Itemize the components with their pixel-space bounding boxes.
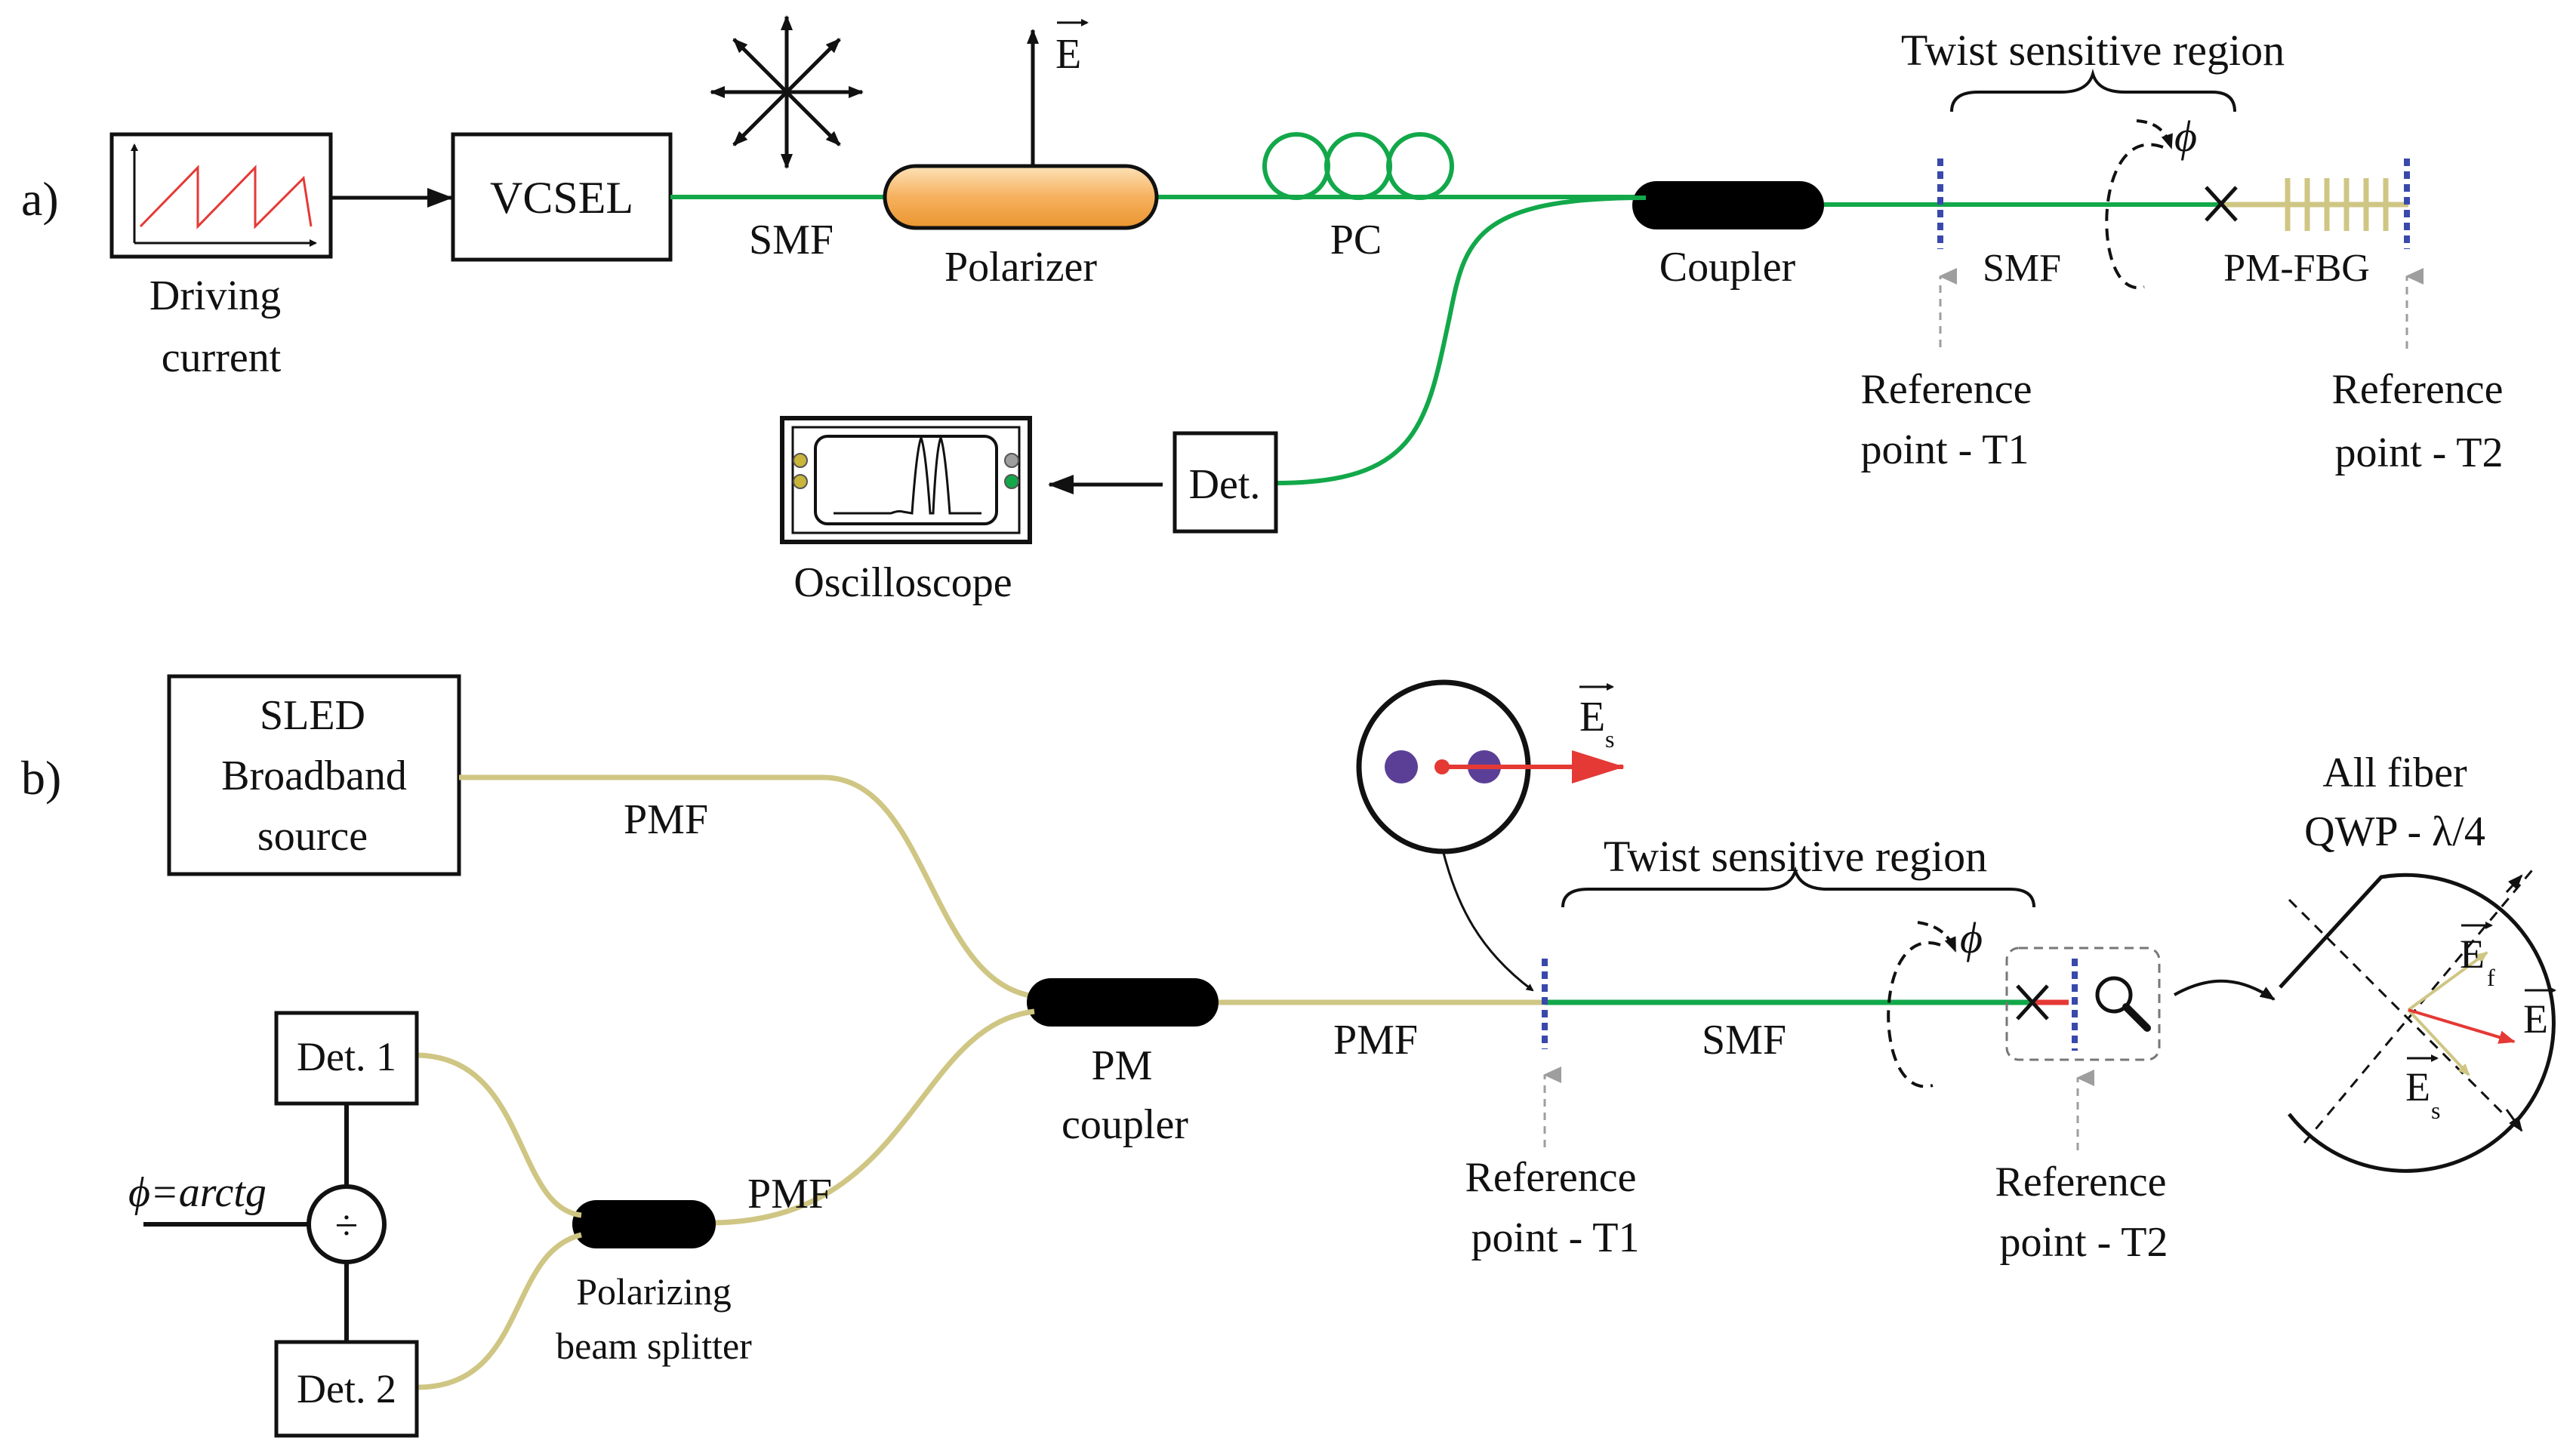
oscilloscope-label: Oscilloscope [793, 559, 1012, 606]
sled-label-2: Broadband [221, 753, 407, 799]
twist-rotation-path-b [1887, 941, 1941, 1088]
twist-rotation-arrow [2136, 119, 2173, 149]
det1-label: Det. 1 [297, 1034, 396, 1079]
ref-t2-label-b1: Reference [1995, 1159, 2167, 1205]
driving-current-box [109, 132, 333, 259]
panel-a-tag: a) [21, 172, 59, 226]
e-vector-label-b: E [2523, 996, 2548, 1042]
phi-formula-label: ϕ=arctg [128, 1169, 267, 1216]
pbs-to-det1 [416, 1052, 582, 1218]
ef-vector-label: E [2460, 931, 2485, 977]
ef-vector-sub: f [2487, 964, 2495, 991]
es-component-arrow [2407, 1008, 2470, 1076]
pm-fbg [2285, 178, 2389, 231]
splice-mark-a [2205, 186, 2238, 222]
ref-t1-label-b2: point - T1 [1471, 1214, 1640, 1261]
sled-source-box [167, 674, 461, 876]
pmf-coupler-to-pbs [709, 1008, 1035, 1226]
det2-label: Det. 2 [297, 1366, 396, 1411]
ef-component-arrow [2407, 951, 2488, 1011]
inset-pointer [1442, 852, 1534, 992]
qwp-label-2: QWP - λ/4 [2304, 808, 2485, 855]
smf-label-b: SMF [1702, 1017, 1786, 1064]
qwp-label-1: All fiber [2322, 750, 2467, 796]
pbs-to-det2 [416, 1232, 582, 1390]
ref-t2-label-b2: point - T2 [2000, 1219, 2168, 1266]
detector-1-box [274, 1011, 419, 1106]
unpolarized-light-icon [710, 15, 864, 169]
phi-label-b: ϕ [1960, 913, 1983, 962]
e-total-arrow [2408, 1008, 2516, 1044]
coupler [1632, 181, 1824, 229]
sawtooth-icon [139, 165, 313, 229]
twist-region-label: Twist sensitive region [1901, 26, 2285, 75]
panel-a: a) Driving current VCSEL SMF [21, 15, 2504, 606]
polarizer-label: Polarizer [944, 244, 1097, 291]
zoom-to-qwp-arrow [2174, 979, 2276, 1001]
es2-vector-label: E [2405, 1064, 2430, 1110]
vcsel-box [451, 132, 673, 262]
sled-label-1: SLED [260, 692, 365, 739]
vcsel-label: VCSEL [490, 173, 633, 223]
pmf-label-top: PMF [624, 796, 708, 843]
ref-t2-label-1: Reference [2332, 366, 2504, 413]
twist-region-brace-b [1561, 866, 2035, 908]
ref-t1-label-1: Reference [1861, 366, 2032, 413]
pbs-label-1: Polarizing [576, 1270, 732, 1313]
zoom-box [2005, 947, 2161, 1061]
e-vector-label: E [1055, 31, 1081, 78]
smf-label-2: SMF [1983, 247, 2061, 290]
qwp-axis-1 [2288, 898, 2508, 1119]
ref-t1-label-b1: Reference [1465, 1154, 1637, 1201]
panel-b: b) SLED Broadband source PMF PM coupler … [21, 674, 2556, 1438]
qwp-axis-2 [2303, 866, 2537, 1144]
pc-label: PC [1330, 217, 1382, 263]
ref-t2-label-2: point - T2 [2335, 429, 2504, 476]
detector-box-a [1172, 431, 1278, 534]
pbs-label-2: beam splitter [556, 1325, 752, 1367]
pmf-sled-to-coupler [459, 774, 1035, 999]
pmf-label-mid: PMF [1333, 1017, 1418, 1064]
twist-rotation-arrow-b [1917, 921, 1957, 953]
ref-t1-label-2: point - T1 [1861, 426, 2029, 473]
smf-label-1: SMF [749, 217, 834, 263]
pm-coupler-label-1: PM [1092, 1042, 1153, 1089]
divider-symbol: ÷ [335, 1202, 359, 1249]
driving-label-1: Driving [149, 272, 281, 319]
stress-rod-left [1385, 750, 1418, 783]
pm-coupler [1027, 978, 1219, 1027]
coupler-label: Coupler [1659, 244, 1796, 291]
polarizing-beam-splitter [572, 1200, 716, 1248]
driving-label-2: current [162, 334, 282, 381]
detector-label-a: Det. [1189, 461, 1261, 508]
splice-mark-b [2016, 984, 2049, 1020]
panel-b-tag: b) [21, 751, 61, 805]
qwp-cross-section [2279, 873, 2556, 1173]
pm-fbg-label: PM-FBG [2223, 247, 2370, 290]
pmf-label-low: PMF [747, 1171, 832, 1217]
polarizer [883, 164, 1159, 230]
twist-rotation-path [2105, 143, 2164, 290]
twist-region-brace [1950, 68, 2236, 112]
fiber-to-detector [1275, 195, 1647, 485]
polarization-controller [1262, 132, 1454, 200]
sled-label-3: source [257, 813, 368, 860]
axis-arrowheads [2505, 874, 2523, 1132]
es-vector-label: E [1579, 694, 1605, 740]
es-vector-sub: s [1605, 725, 1614, 753]
pm-coupler-label-2: coupler [1062, 1101, 1188, 1148]
oscilloscope-icon [780, 416, 1032, 544]
magnifier-icon [2095, 976, 2151, 1032]
es2-vector-sub: s [2431, 1097, 2440, 1124]
phi-label-a: ϕ [2174, 112, 2197, 161]
detector-2-box [274, 1340, 419, 1438]
